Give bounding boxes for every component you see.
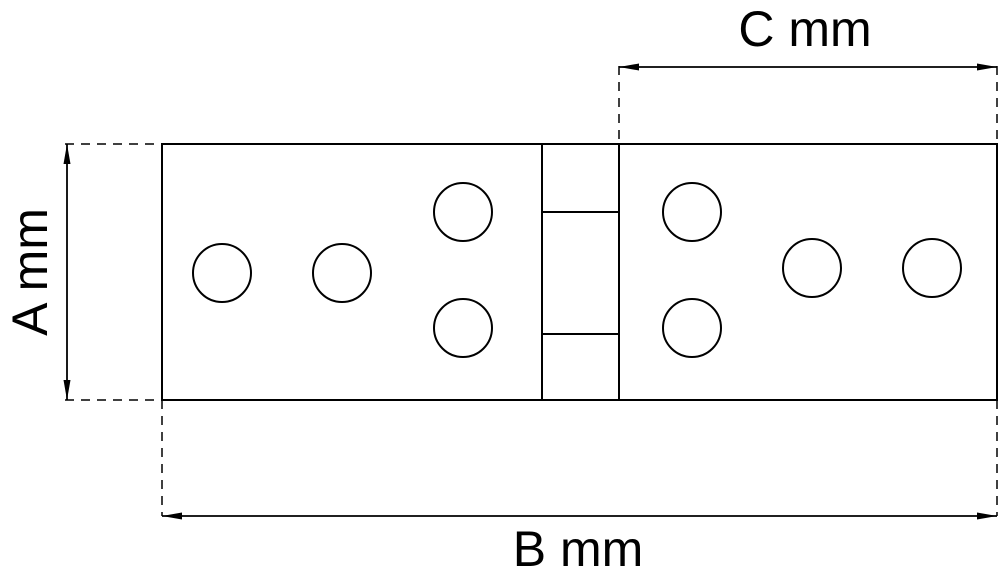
- dimension-label-c: C mm: [738, 1, 871, 57]
- hinge-outline: [161, 143, 998, 401]
- screw-hole: [662, 182, 722, 242]
- screw-hole: [433, 298, 493, 358]
- screw-hole: [902, 238, 962, 298]
- dimension-label-b: B mm: [513, 521, 644, 572]
- screw-hole: [312, 243, 372, 303]
- screw-hole: [192, 243, 252, 303]
- screw-hole: [662, 298, 722, 358]
- screw-hole: [782, 238, 842, 298]
- dimension-lines: [63, 63, 997, 520]
- screw-hole: [433, 182, 493, 242]
- hinge-body: [161, 143, 998, 401]
- screw-holes: [192, 182, 962, 358]
- extension-lines: [65, 66, 998, 516]
- dimension-label-a: A mm: [2, 208, 58, 336]
